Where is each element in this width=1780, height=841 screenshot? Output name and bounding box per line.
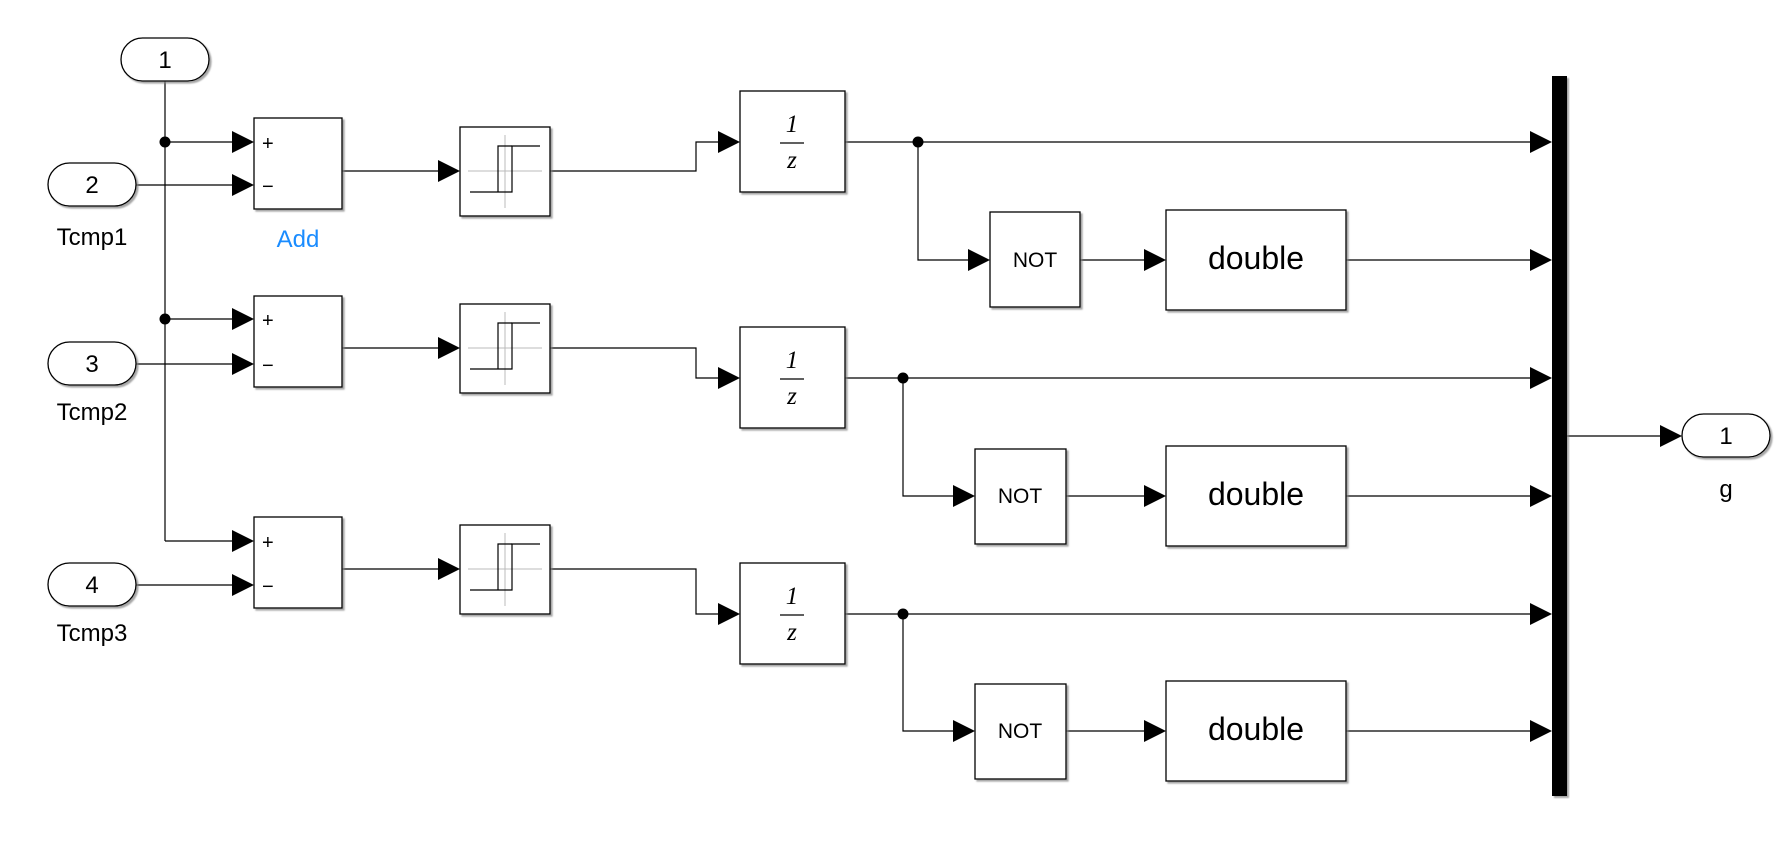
minus-sign: − — [262, 355, 274, 377]
arrowhead — [718, 131, 740, 153]
delay-numerator: 1 — [786, 347, 799, 374]
delay1-to-not1-line[interactable] — [917, 142, 969, 261]
relay-hysteresis-icon — [468, 533, 542, 606]
arrowhead — [232, 174, 254, 196]
branch-dot — [897, 372, 909, 384]
delay-numerator: 1 — [786, 583, 799, 610]
relay-block-3[interactable] — [459, 524, 551, 615]
inport-number: 2 — [85, 172, 98, 199]
arrowhead — [232, 574, 254, 596]
arrowhead — [968, 249, 990, 271]
arrowhead — [718, 367, 740, 389]
relay3-to-delay3-line[interactable] — [550, 568, 720, 615]
arrowhead — [1530, 131, 1552, 153]
delay3-to-not3-line[interactable] — [902, 614, 955, 732]
mux-bar[interactable] — [1552, 76, 1567, 796]
outport-number: 1 — [1719, 423, 1732, 450]
arrowhead — [1144, 485, 1166, 507]
sum-block-2[interactable]: + − — [253, 295, 343, 388]
convert-block-1[interactable]: double — [1165, 209, 1347, 311]
arrowhead — [438, 337, 460, 359]
delay-numerator: 1 — [786, 111, 799, 138]
arrowhead — [1530, 367, 1552, 389]
unit-delay-block-2[interactable]: 1 z — [739, 326, 846, 429]
convert-block-3[interactable]: double — [1165, 680, 1347, 782]
arrowhead — [1530, 603, 1552, 625]
inport-2[interactable]: 2 — [47, 162, 137, 207]
signal-lines — [136, 80, 1662, 732]
not-label: NOT — [998, 720, 1043, 743]
convert-label: double — [1208, 476, 1304, 512]
convert-label: double — [1208, 240, 1304, 276]
branch-dot — [897, 608, 909, 620]
arrowhead — [232, 308, 254, 330]
plus-sign: + — [262, 310, 274, 332]
relay-block-1[interactable] — [459, 126, 551, 217]
inport-name-label: Tcmp1 — [57, 224, 128, 251]
outport-name-label: g — [1719, 476, 1732, 503]
arrowhead — [1530, 485, 1552, 507]
relay-block-2[interactable] — [459, 303, 551, 394]
arrowhead — [953, 720, 975, 742]
relay-hysteresis-icon — [468, 135, 542, 208]
relay1-to-delay1-line[interactable] — [550, 141, 720, 172]
plus-sign: + — [262, 532, 274, 554]
relay-hysteresis-icon — [468, 312, 542, 385]
branch-dot — [912, 136, 924, 148]
sum-block-3[interactable]: + − — [253, 516, 343, 609]
arrowhead — [232, 131, 254, 153]
inport-3[interactable]: 3 — [47, 341, 137, 386]
inport-4[interactable]: 4 — [47, 562, 137, 607]
add-block-name[interactable]: Add — [277, 226, 320, 253]
inport-name-label: Tcmp2 — [57, 399, 128, 426]
inport-1[interactable]: 1 — [120, 37, 210, 82]
delay-denominator: z — [786, 383, 797, 410]
arrowhead — [232, 353, 254, 375]
delay-denominator: z — [786, 619, 797, 646]
arrowhead — [953, 485, 975, 507]
arrowhead — [1530, 249, 1552, 271]
not-block-1[interactable]: NOT — [989, 211, 1081, 308]
inport-number: 1 — [158, 47, 171, 74]
minus-sign: − — [262, 576, 274, 598]
arrowheads — [232, 131, 1682, 742]
branch-points — [159, 136, 924, 620]
inport-number: 3 — [85, 351, 98, 378]
not-block-2[interactable]: NOT — [974, 448, 1067, 545]
arrowhead — [1144, 249, 1166, 271]
arrowhead — [1660, 425, 1682, 447]
plus-sign: + — [262, 133, 274, 155]
unit-delay-block-3[interactable]: 1 z — [739, 562, 846, 665]
not-block-3[interactable]: NOT — [974, 683, 1067, 780]
sum-block-1[interactable]: + − — [253, 117, 343, 210]
outport-1[interactable]: 1 — [1681, 413, 1771, 458]
delay-denominator: z — [786, 147, 797, 174]
arrowhead — [1144, 720, 1166, 742]
inport-name-label: Tcmp3 — [57, 620, 128, 647]
branch-dot — [159, 136, 171, 148]
unit-delay-block-1[interactable]: 1 z — [739, 90, 846, 193]
inport-number: 4 — [85, 572, 98, 599]
relay2-to-delay2-line[interactable] — [550, 347, 720, 379]
delay2-to-not2-line[interactable] — [902, 378, 955, 497]
branch-dot — [159, 313, 171, 325]
minus-sign: − — [262, 176, 274, 198]
arrowhead — [232, 530, 254, 552]
not-label: NOT — [998, 485, 1043, 508]
arrowhead — [718, 603, 740, 625]
convert-label: double — [1208, 711, 1304, 747]
not-label: NOT — [1013, 249, 1058, 272]
arrowhead — [438, 558, 460, 580]
arrowhead — [438, 160, 460, 182]
convert-block-2[interactable]: double — [1165, 445, 1347, 547]
arrowhead — [1530, 720, 1552, 742]
